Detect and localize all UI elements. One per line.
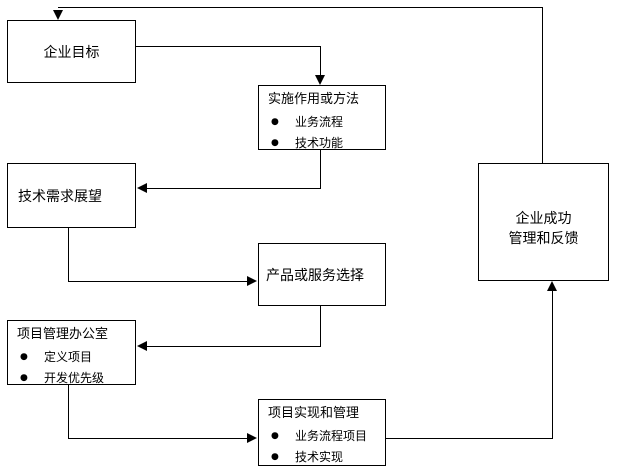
connector-method-to-tech-vertical <box>320 150 321 188</box>
connector-pmo-to-impl-horizontal <box>68 438 248 439</box>
node-project-implementation: 项目实现和管理 ● 业务流程项目 ● 技术实现 <box>258 399 386 466</box>
node-label: 产品或服务选择 <box>266 267 364 284</box>
connector-pmo-to-impl-vertical <box>68 385 69 438</box>
arrow-right-icon <box>247 433 257 443</box>
node-pmo: 项目管理办公室 ● 定义项目 ● 开发优先级 <box>7 320 136 385</box>
arrow-up-icon <box>547 281 557 291</box>
list-item: ● 业务流程 <box>268 115 381 129</box>
connector-method-to-tech-horizontal <box>146 188 321 189</box>
bullet-label: 业务流程 <box>295 115 344 129</box>
connector-impl-to-success-vertical <box>552 290 553 439</box>
node-title: 项目实现和管理 <box>268 406 360 421</box>
list-item: ● 技术功能 <box>268 136 381 150</box>
bullet-icon: ● <box>271 138 279 148</box>
connector-impl-to-success-horizontal <box>385 438 553 439</box>
arrow-left-icon <box>137 341 147 351</box>
connector-tech-to-product-vertical <box>68 228 69 281</box>
arrow-down-icon <box>53 10 63 20</box>
node-enterprise-goals: 企业目标 <box>7 20 136 83</box>
node-title: 项目管理办公室 <box>17 327 109 342</box>
bullet-label: 定义项目 <box>44 350 93 364</box>
arrow-right-icon <box>247 276 257 286</box>
connector-goals-to-method-vertical <box>320 46 321 77</box>
node-product-selection: 产品或服务选择 <box>258 243 386 306</box>
node-title: 实施作用或方法 <box>268 92 360 107</box>
list-item: ● 技术实现 <box>268 450 381 464</box>
arrow-down-icon <box>315 75 325 85</box>
connector-goals-to-method-horizontal <box>135 46 321 47</box>
bullet-label: 开发优先级 <box>44 371 105 385</box>
connector-product-to-pmo-horizontal <box>146 346 321 347</box>
arrow-left-icon <box>137 183 147 193</box>
node-label: 技术需求展望 <box>18 188 102 205</box>
bullet-label: 技术实现 <box>295 450 344 464</box>
bullet-label: 业务流程项目 <box>295 429 368 443</box>
bullet-icon: ● <box>20 373 28 383</box>
bullet-label: 技术功能 <box>295 136 344 150</box>
connector-feedback-horizontal <box>58 7 543 8</box>
connector-product-to-pmo-vertical <box>320 306 321 346</box>
node-implementation-method: 实施作用或方法 ● 业务流程 ● 技术功能 <box>258 85 386 150</box>
list-item: ● 开发优先级 <box>17 371 131 385</box>
node-label: 企业目标 <box>43 44 100 61</box>
node-label-line2: 管理和反馈 <box>508 231 579 247</box>
bullet-icon: ● <box>271 452 279 462</box>
bullet-icon: ● <box>20 352 28 362</box>
node-enterprise-success: 企业成功 管理和反馈 <box>478 163 609 281</box>
node-tech-requirements: 技术需求展望 <box>7 163 136 228</box>
bullet-icon: ● <box>271 117 279 127</box>
connector-feedback-vertical <box>542 7 543 163</box>
list-item: ● 定义项目 <box>17 350 131 364</box>
node-label-line1: 企业成功 <box>515 211 572 227</box>
bullet-icon: ● <box>271 431 279 441</box>
connector-tech-to-product-horizontal <box>68 281 248 282</box>
list-item: ● 业务流程项目 <box>268 429 381 443</box>
